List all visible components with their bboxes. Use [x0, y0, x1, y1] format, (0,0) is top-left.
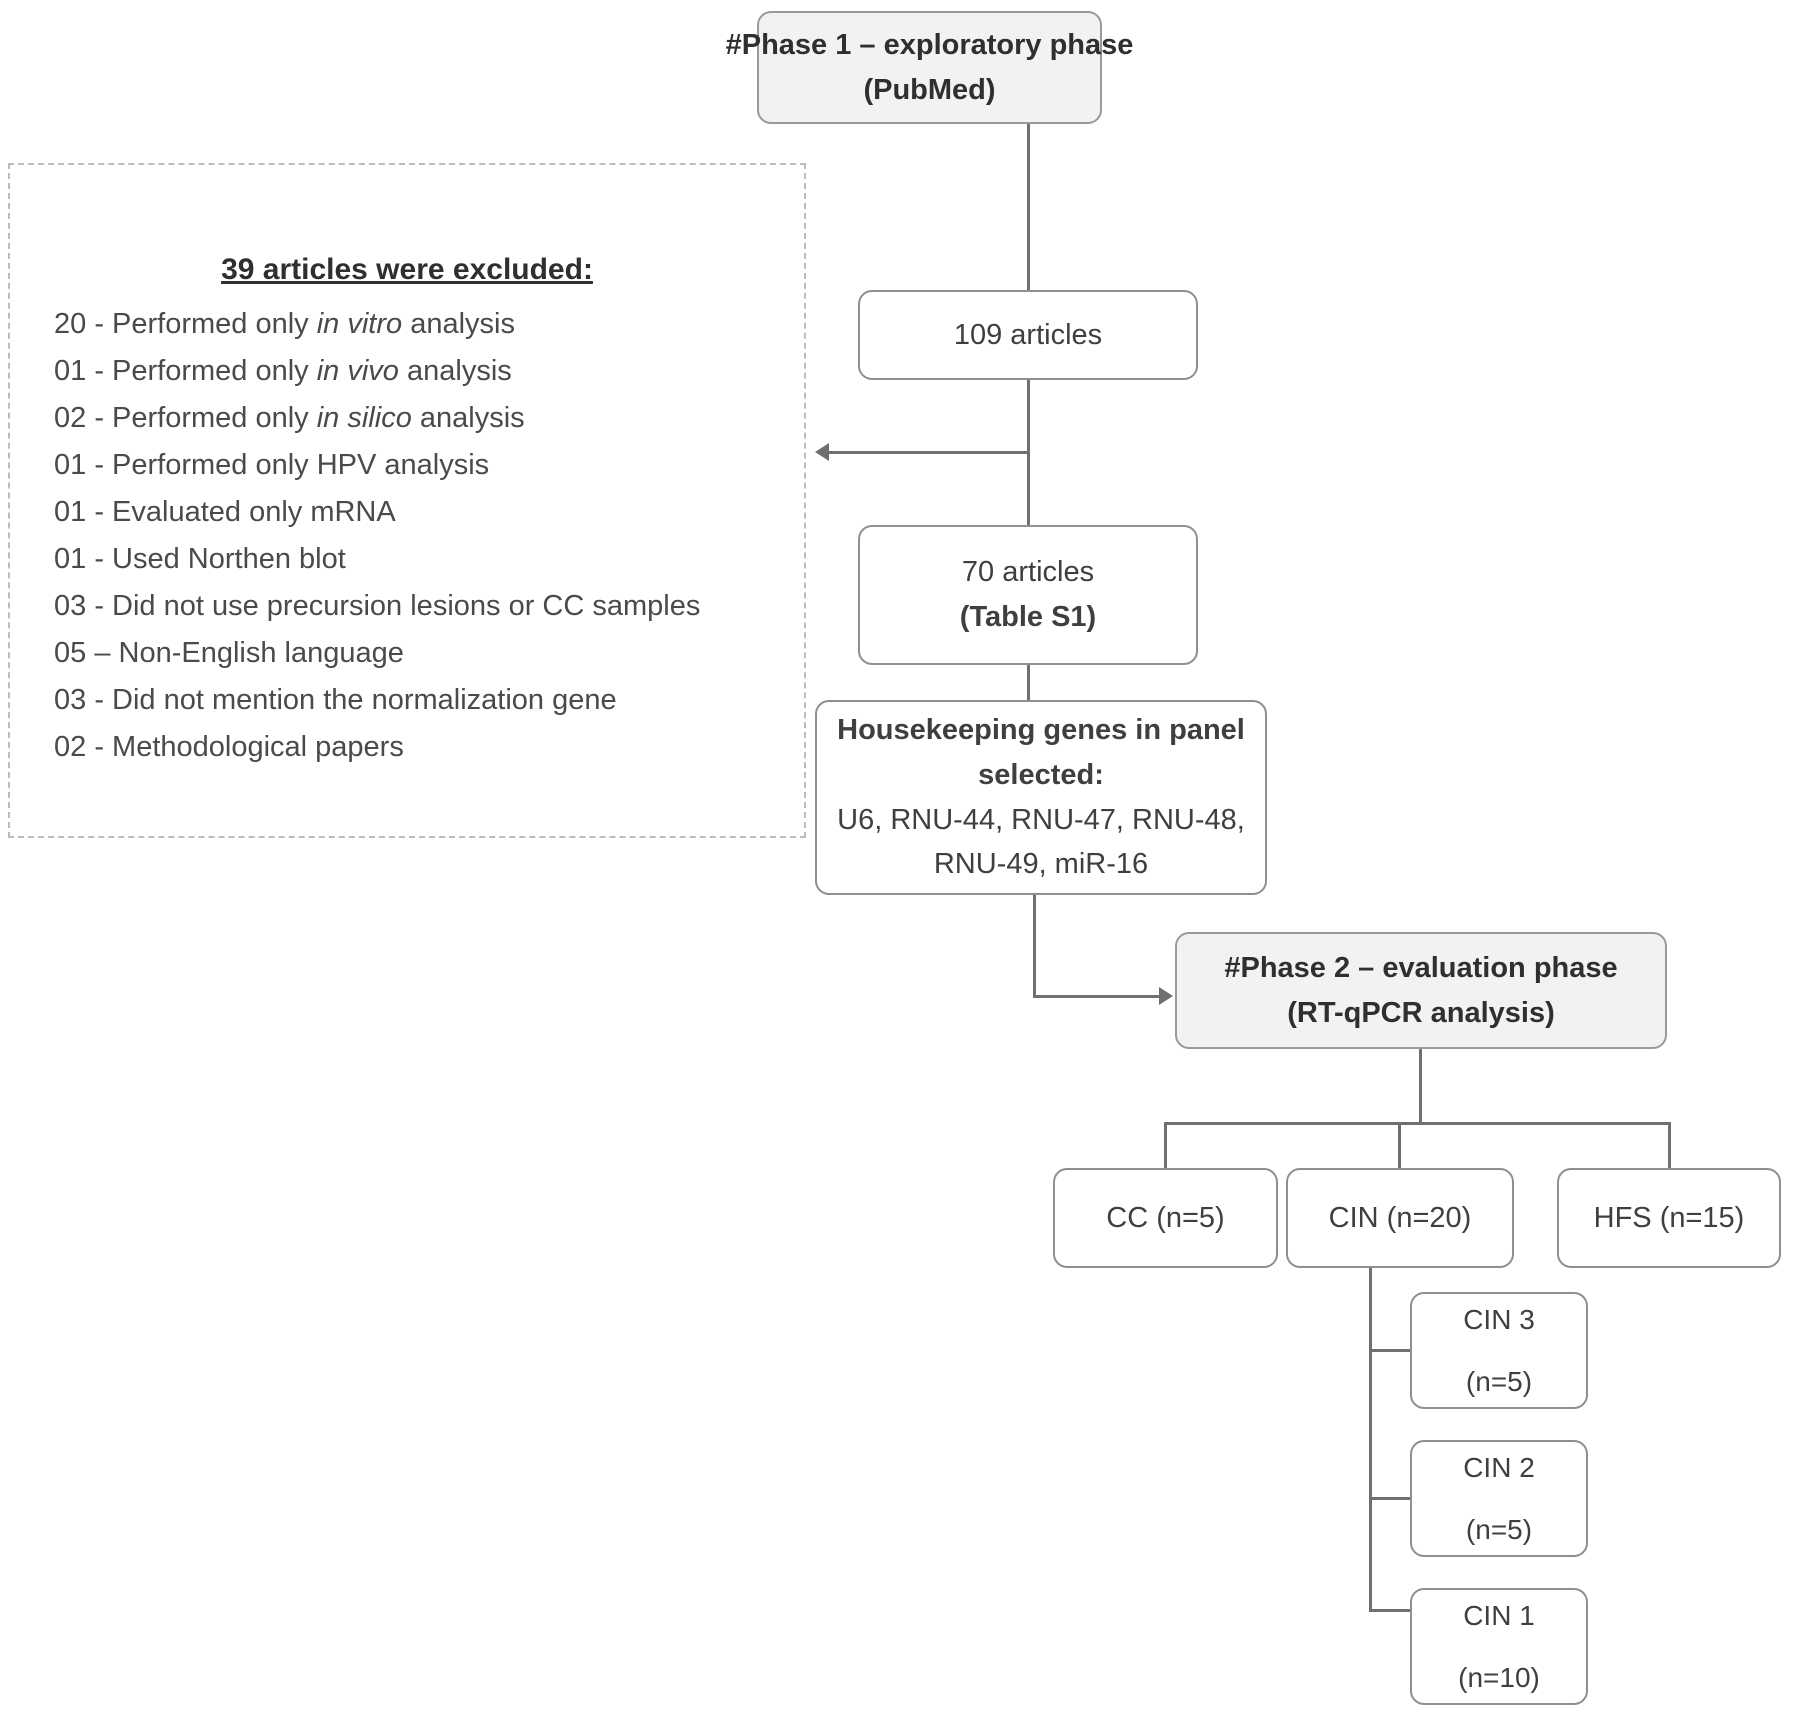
articles-109-label: 109 articles [953, 318, 1103, 351]
exclusion-panel-title: 39 articles were excluded: [221, 253, 593, 286]
housekeeping-genes-line-1: U6, RNU-44, RNU-47, RNU-48, [837, 803, 1245, 836]
connector-phase1-to-109 [1027, 124, 1030, 292]
connector-70-to-housekeeping [1027, 663, 1030, 703]
node-sample-hfs[interactable]: HFS (n=15) [1557, 1168, 1781, 1268]
housekeeping-heading-line-2: selected: [978, 758, 1104, 791]
sample-hfs-label: HFS (n=15) [1593, 1201, 1745, 1234]
sample-cin1-count: (n=10) [1458, 1661, 1540, 1693]
node-housekeeping-genes[interactable]: Housekeeping genes in panel selected: U6… [815, 700, 1267, 895]
sample-cin2-count: (n=5) [1465, 1513, 1533, 1545]
node-phase-1[interactable]: #Phase 1 – exploratory phase (PubMed) [726, 11, 1133, 124]
connector-to-cin [1398, 1122, 1401, 1170]
exclusion-reason-text-tail: analysis [402, 308, 515, 340]
connector-cin-to-cin2 [1369, 1497, 1414, 1500]
exclusion-reason-count: 01 - [54, 495, 113, 528]
exclusion-reason-text: Non-English language [118, 636, 404, 669]
connector-hk-to-phase2-vertical [1033, 893, 1036, 998]
exclusion-reason-text: Evaluated only mRNA [112, 495, 396, 528]
exclusion-reason-text: Methodological papers [112, 730, 404, 763]
exclusion-arrow-head-icon [815, 443, 829, 461]
exclusion-reason-item: 03 - Did not mention the normalization g… [54, 677, 784, 724]
exclusion-reason-text-tail: analysis [398, 354, 512, 387]
connector-cin-subtrunk [1369, 1266, 1372, 1612]
phase2-arrow-head-icon [1159, 987, 1173, 1005]
exclusion-reason-text: Did not mention the normalization gene [112, 683, 617, 716]
connector-cin-to-cin3 [1369, 1349, 1414, 1352]
exclusion-reason-item: 03 - Did not use precursion lesions or C… [54, 583, 784, 630]
sample-cc-label: CC (n=5) [1106, 1201, 1225, 1234]
exclusion-reason-item: 05 – Non-English language [54, 630, 784, 677]
exclusion-reason-text: Performed only [112, 354, 317, 387]
exclusion-reason-item: 02 - Methodological papers [54, 724, 784, 771]
node-sample-cin3[interactable]: CIN 3 (n=5) [1410, 1292, 1588, 1409]
node-109-articles[interactable]: 109 articles [858, 290, 1198, 380]
node-sample-cin[interactable]: CIN (n=20) [1286, 1168, 1514, 1268]
connector-phase2-trunk [1419, 1049, 1422, 1124]
articles-70-label: 70 articles [961, 556, 1095, 589]
exclusion-reason-count: 03 - [54, 683, 113, 716]
exclusion-reason-item: 01 - Evaluated only mRNA [54, 489, 784, 536]
connector-exclusion-arrow-line [828, 451, 1028, 454]
phase1-line-1: #Phase 1 – exploratory phase [725, 28, 1134, 61]
exclusion-reason-item: 01 - Used Northen blot [54, 536, 784, 583]
exclusion-reason-count: 03 - [54, 589, 113, 622]
exclusion-reason-emphasis: in vivo [316, 354, 399, 387]
exclusion-reason-count: 01 - [54, 448, 113, 481]
exclusion-reason-text-tail: analysis [411, 401, 525, 434]
exclusion-reason-text: Performed only HPV analysis [112, 448, 490, 481]
exclusion-reason-text: Used Northen blot [112, 542, 346, 575]
housekeeping-heading-line-1: Housekeeping genes in panel [837, 713, 1245, 746]
phase2-line-1: #Phase 2 – evaluation phase [1224, 951, 1618, 984]
exclusion-criteria-panel: 39 articles were excluded: 20 - Performe… [8, 163, 806, 838]
sample-cin-label: CIN (n=20) [1328, 1201, 1472, 1234]
node-sample-cin2[interactable]: CIN 2 (n=5) [1410, 1440, 1588, 1557]
connector-sample-bus [1164, 1122, 1671, 1125]
exclusion-reason-item: 02 - Performed only in silico analysis [54, 395, 784, 442]
exclusion-reason-text: Performed only [112, 308, 317, 340]
exclusion-reason-item: 01 - Performed only in vivo analysis [54, 348, 784, 395]
exclusion-reason-count: 02 - [54, 730, 113, 763]
sample-cin1-label: CIN 1 [1463, 1600, 1535, 1632]
exclusion-reason-count: 01 - [54, 354, 113, 387]
exclusion-reason-text: Did not use precursion lesions or CC sam… [112, 589, 701, 622]
exclusion-reason-count: 20 - [54, 308, 113, 340]
connector-to-cc [1164, 1122, 1167, 1170]
node-phase-2[interactable]: #Phase 2 – evaluation phase (RT-qPCR ana… [1175, 932, 1667, 1049]
connector-109-to-70 [1027, 378, 1030, 528]
phase2-line-2: (RT-qPCR analysis) [1287, 996, 1555, 1029]
sample-cin3-count: (n=5) [1465, 1365, 1533, 1397]
exclusion-reason-emphasis: in vitro [316, 308, 403, 340]
exclusion-reason-text: Performed only [112, 401, 317, 434]
exclusion-reason-item: 20 - Performed only in vitro analysis [54, 301, 784, 348]
connector-to-hfs [1668, 1122, 1671, 1170]
housekeeping-genes-line-2: RNU-49, miR-16 [933, 848, 1149, 881]
exclusion-reason-emphasis: in silico [316, 401, 412, 434]
exclusion-reason-count: 05 – [54, 636, 119, 669]
sample-cin2-label: CIN 2 [1463, 1452, 1535, 1484]
node-sample-cc[interactable]: CC (n=5) [1053, 1168, 1278, 1268]
sample-cin3-label: CIN 3 [1463, 1304, 1535, 1336]
exclusion-reason-count: 02 - [54, 401, 113, 434]
exclusion-reason-count: 01 - [54, 542, 113, 575]
articles-70-table-ref: (Table S1) [959, 601, 1097, 633]
node-70-articles[interactable]: 70 articles (Table S1) [858, 525, 1198, 665]
phase1-line-2: (PubMed) [863, 73, 996, 106]
connector-hk-to-phase2-horizontal [1033, 995, 1161, 998]
exclusion-reason-item: 01 - Performed only HPV analysis [54, 442, 784, 489]
connector-cin-to-cin1 [1369, 1609, 1414, 1612]
node-sample-cin1[interactable]: CIN 1 (n=10) [1410, 1588, 1588, 1705]
